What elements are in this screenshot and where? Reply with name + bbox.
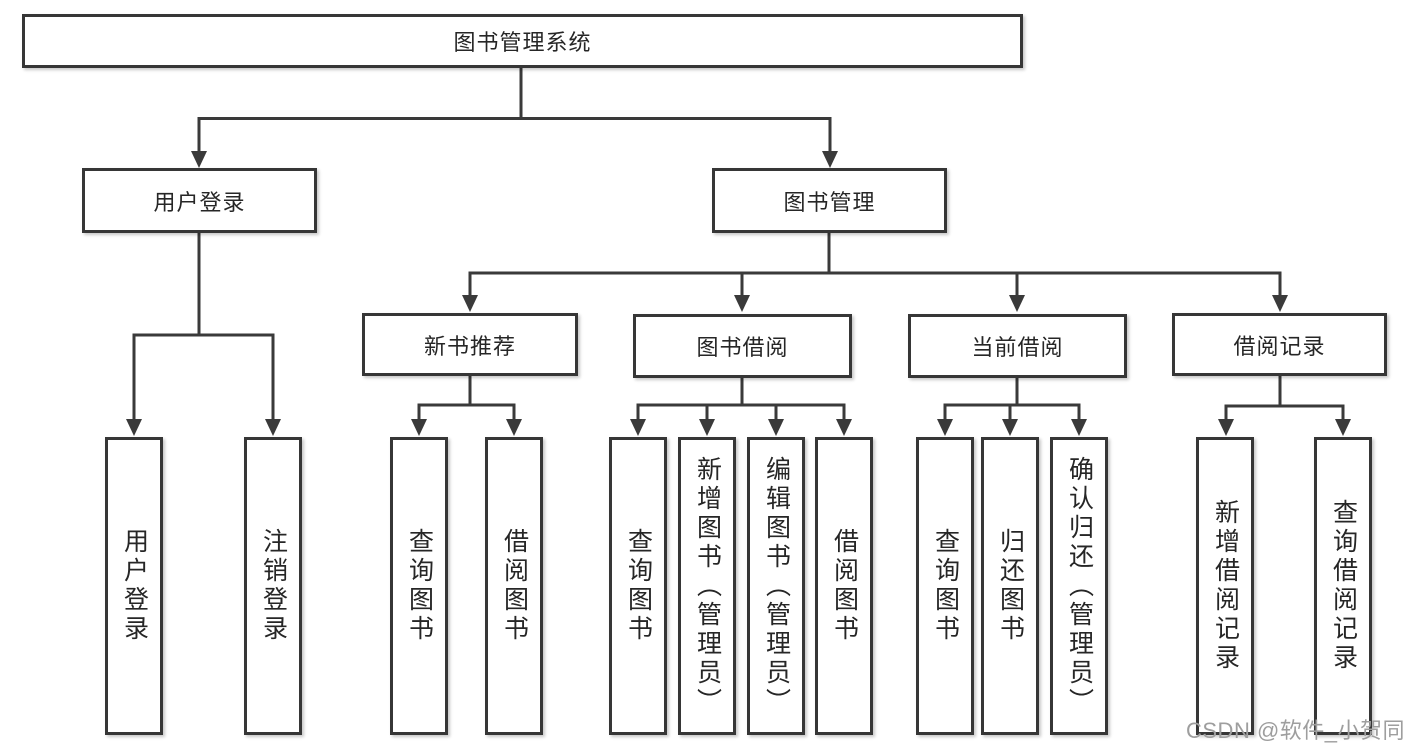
leaf-query-books-newrec: 查询图书	[390, 437, 448, 735]
node-borrow-record: 借阅记录	[1172, 313, 1387, 376]
csdn-watermark: CSDN @软件_小贺同学	[1186, 718, 1405, 743]
leaf-query-books-current: 查询图书	[916, 437, 974, 735]
leaf-return-books-label: 归还图书	[996, 528, 1025, 644]
connector-book-mgmt-to-level3	[468, 233, 1282, 297]
leaf-query-books-current-label: 查询图书	[931, 528, 960, 644]
leaf-borrow-books-newrec-label: 借阅图书	[500, 528, 529, 644]
leaf-edit-books-admin-label: 编辑图书（管理员）	[762, 455, 791, 717]
connector-book-borrow-to-leaves	[636, 378, 846, 421]
leaf-query-borrow-record: 查询借阅记录	[1314, 437, 1372, 735]
node-book-mgmt-label: 图书管理	[783, 189, 876, 215]
leaf-query-books-borrow-label: 查询图书	[624, 528, 653, 644]
node-borrow-record-label: 借阅记录	[1233, 333, 1326, 359]
node-new-book-recommend-label: 新书推荐	[423, 333, 516, 359]
leaf-logout-label: 注销登录	[259, 528, 288, 644]
node-current-borrow-label: 当前借阅	[971, 335, 1064, 360]
leaf-query-books-newrec-label: 查询图书	[405, 528, 434, 644]
node-book-borrow: 图书借阅	[633, 314, 852, 378]
connector-new-rec-to-leaves	[417, 376, 516, 421]
leaf-borrow-books: 借阅图书	[815, 437, 873, 735]
leaf-confirm-return-admin: 确认归还（管理员）	[1050, 437, 1108, 735]
node-root: 图书管理系统	[22, 14, 1023, 68]
leaf-add-books-admin: 新增图书（管理员）	[678, 437, 736, 735]
leaf-query-books-borrow: 查询图书	[609, 437, 667, 735]
node-user-login: 用户登录	[82, 168, 317, 233]
leaf-borrow-books-newrec: 借阅图书	[485, 437, 543, 735]
connector-root-to-level2	[197, 67, 832, 153]
node-root-label: 图书管理系统	[453, 30, 592, 55]
connector-cur-borrow-to-leaves	[943, 378, 1081, 421]
leaf-add-books-admin-label: 新增图书（管理员）	[693, 455, 722, 717]
node-user-login-label: 用户登录	[153, 189, 246, 215]
leaf-user-login: 用户登录	[105, 437, 163, 735]
leaf-add-borrow-record: 新增借阅记录	[1196, 437, 1254, 735]
leaf-user-login-label: 用户登录	[120, 528, 149, 644]
node-current-borrow: 当前借阅	[908, 314, 1127, 378]
connector-borrow-rec-to-leaves	[1224, 376, 1345, 421]
node-book-mgmt: 图书管理	[712, 168, 947, 233]
leaf-borrow-books-label: 借阅图书	[830, 528, 859, 644]
leaf-add-borrow-record-label: 新增借阅记录	[1211, 499, 1240, 673]
leaf-query-borrow-record-label: 查询借阅记录	[1329, 499, 1358, 673]
leaf-return-books: 归还图书	[981, 437, 1039, 735]
node-new-book-recommend: 新书推荐	[362, 313, 578, 376]
leaf-confirm-return-admin-label: 确认归还（管理员）	[1065, 455, 1094, 717]
connector-user-login-to-leaves	[132, 233, 275, 421]
arrowheads	[126, 151, 1351, 436]
leaf-edit-books-admin: 编辑图书（管理员）	[747, 437, 805, 735]
leaf-logout: 注销登录	[244, 437, 302, 735]
node-book-borrow-label: 图书借阅	[696, 335, 789, 360]
